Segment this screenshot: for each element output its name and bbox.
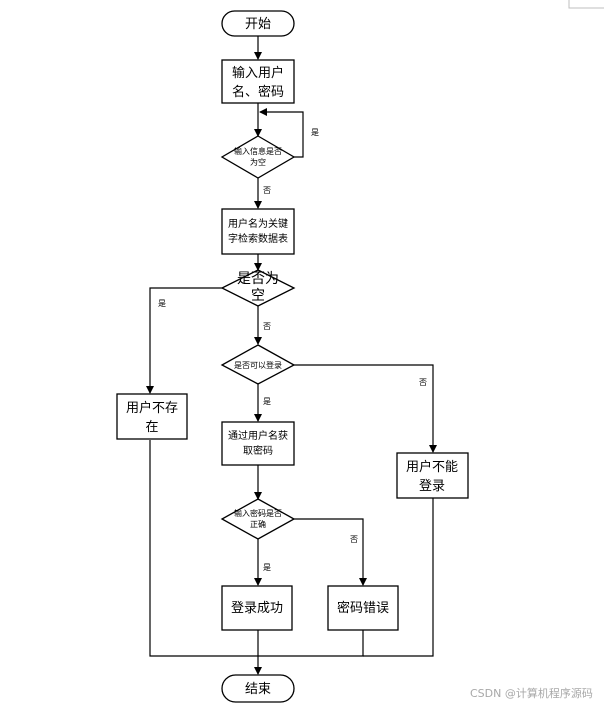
edge-check-yes-loop xyxy=(259,108,304,158)
node-search-table: 用户名为关键 字检索数据表 xyxy=(221,208,295,255)
node-search-line1: 用户名为关键 xyxy=(228,217,288,230)
node-not-exist-line1: 用户不存 xyxy=(126,400,178,416)
edge-error-to-end xyxy=(258,630,364,657)
decision-input-empty-line1: 输入信息是否 xyxy=(234,146,282,156)
label-no-4: 否 xyxy=(350,535,358,544)
label-yes-1: 是 xyxy=(311,128,319,137)
node-end: 结束 xyxy=(221,674,295,703)
label-no-3: 否 xyxy=(419,378,427,387)
label-yes-3: 是 xyxy=(263,397,271,406)
node-login-success: 登录成功 xyxy=(221,585,293,631)
label-no-2: 否 xyxy=(263,322,271,331)
decision-result-empty-line2: 空 xyxy=(251,288,265,304)
node-cannot-login-line2: 登录 xyxy=(419,479,445,494)
decision-password-correct: 输入密码是否 正确 xyxy=(220,498,296,540)
node-input-line2: 名、密码 xyxy=(232,84,284,100)
node-search-line2: 字检索数据表 xyxy=(228,232,288,245)
node-input: 输入用户 名、密码 xyxy=(221,59,295,104)
edge-login-no xyxy=(294,364,437,453)
node-user-cannot-login: 用户不能 登录 xyxy=(396,452,469,499)
decision-input-empty: 输入信息是否 为空 xyxy=(220,135,296,179)
node-password-error: 密码错误 xyxy=(327,585,399,631)
node-start: 开始 xyxy=(221,10,295,37)
decision-result-empty: 是否为 空 xyxy=(220,269,296,307)
node-end-label: 结束 xyxy=(245,682,271,697)
edges xyxy=(146,36,437,675)
node-input-line1: 输入用户 xyxy=(232,65,284,81)
node-cannot-login-line1: 用户不能 xyxy=(406,459,458,475)
decision-can-login-label: 是否可以登录 xyxy=(234,360,282,370)
node-start-label: 开始 xyxy=(245,17,271,32)
node-user-not-exist: 用户不存 在 xyxy=(116,393,188,440)
node-login-success-label: 登录成功 xyxy=(231,601,283,616)
watermark: CSDN @计算机程序源码 xyxy=(470,686,593,700)
label-yes-4: 是 xyxy=(263,563,271,572)
decision-password-line2: 正确 xyxy=(250,519,266,529)
node-get-password-line2: 取密码 xyxy=(243,444,273,457)
edge-empty-yes xyxy=(146,287,222,394)
node-get-password: 通过用户名获 取密码 xyxy=(221,421,295,466)
label-yes-2: 是 xyxy=(158,299,166,308)
node-password-error-label: 密码错误 xyxy=(337,600,389,616)
edge-not-exist-to-end xyxy=(149,440,258,657)
node-get-password-line1: 通过用户名获 xyxy=(228,429,288,442)
edge-cannot-login-to-end xyxy=(363,498,434,657)
decision-password-line1: 输入密码是否 xyxy=(234,508,282,518)
label-no-1: 否 xyxy=(263,186,271,195)
node-not-exist-line2: 在 xyxy=(145,420,158,435)
edge-pwd-no xyxy=(294,518,367,586)
decision-input-empty-line2: 为空 xyxy=(250,157,266,167)
decision-can-login: 是否可以登录 xyxy=(220,344,296,385)
decision-result-empty-line1: 是否为 xyxy=(237,271,279,287)
page-corner-mark xyxy=(568,0,604,9)
